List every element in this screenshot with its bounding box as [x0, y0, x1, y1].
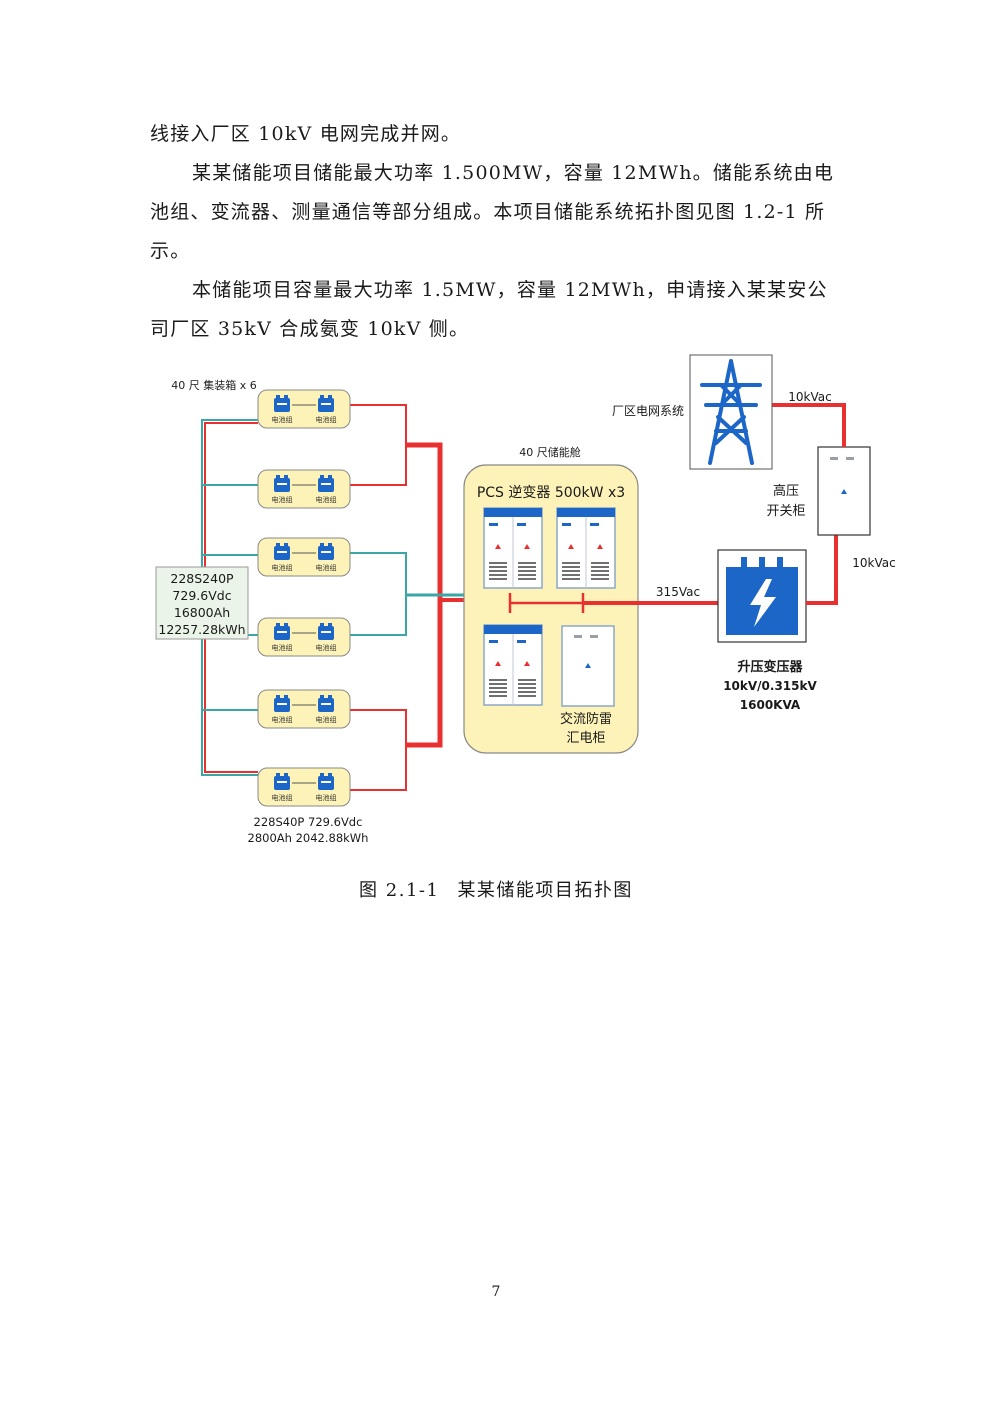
summary-line-3: 16800Ah [174, 605, 230, 620]
ac-cabinet-label-2: 汇电柜 [566, 731, 605, 746]
step-up-transformer [717, 549, 807, 643]
battery-container-6: 电池组 电池组 [257, 767, 351, 807]
battery-container-2: 电池组 电池组 [257, 469, 351, 509]
battery-label: 电池组 [272, 715, 293, 724]
lightning-icon [750, 579, 776, 627]
caption-title: 某某储能项目拓扑图 [457, 880, 633, 901]
battery-label: 电池组 [272, 643, 293, 652]
battery-label: 电池组 [316, 715, 337, 724]
transformer-label-1: 升压变压器 [737, 659, 803, 675]
ac-combiner-cabinet [561, 625, 615, 707]
battery-label: 电池组 [316, 563, 337, 572]
topology-diagram: 40 尺 集装箱 x 6 电池组 电池组 电池组 电池组 [155, 354, 896, 845]
ac-cabinet-label-1: 交流防雷 [560, 711, 612, 727]
summary-line-2: 729.6Vdc [172, 588, 231, 603]
dc-bus-wires [201, 419, 258, 776]
battery-label: 电池组 [316, 643, 337, 652]
container-spec-line-2: 2800Ah 2042.88kWh [248, 831, 369, 845]
pcs-inverter-2 [556, 507, 616, 589]
pcs-container-label: 40 尺储能舱 [519, 445, 581, 459]
grid-line [772, 403, 846, 447]
switchgear-label-2: 开关柜 [766, 504, 805, 519]
figure-caption: 图 2.1-1 某某储能项目拓扑图 [0, 876, 992, 902]
battery-label: 电池组 [316, 793, 337, 802]
battery-label: 电池组 [272, 415, 293, 424]
hv-switchgear [817, 446, 871, 536]
pcs-container: PCS 逆变器 500kW x3 交流防雷 汇电柜 [463, 464, 639, 754]
page-number: 7 [491, 1284, 501, 1300]
battery-label: 电池组 [272, 563, 293, 572]
battery-label: 电池组 [272, 793, 293, 802]
container-group-label: 40 尺 集装箱 x 6 [171, 378, 257, 392]
paragraph-3: 本储能项目容量最大功率 1.5MW，容量 12MWh，申请接入某某安公司厂区 3… [150, 279, 828, 340]
battery-container-5: 电池组 电池组 [257, 689, 351, 729]
transformer-label-3: 1600KVA [740, 698, 801, 712]
battery-container-3: 电池组 电池组 [257, 537, 351, 577]
grid-voltage-label: 10kVac [788, 390, 831, 404]
battery-summary-box: 228S240P 729.6Vdc 16800Ah 12257.28kWh [155, 566, 249, 640]
pcs-inverter-3 [483, 624, 543, 706]
mv-voltage-label: 10kVac [852, 556, 895, 570]
paragraph-2: 某某储能项目储能最大功率 1.500MW，容量 12MWh。储能系统由电池组、变… [150, 162, 835, 262]
pcs-inverter-1 [483, 507, 543, 589]
transformer-label-2: 10kV/0.315kV [723, 679, 817, 693]
summary-line-4: 12257.28kWh [158, 622, 245, 637]
paragraph-1: 线接入厂区 10kV 电网完成并网。 [150, 123, 462, 145]
pcs-feed-wires [350, 404, 464, 791]
pcs-label: PCS 逆变器 500kW x3 [477, 485, 625, 501]
container-spec-line-1: 228S40P 729.6Vdc [254, 815, 363, 829]
battery-label: 电池组 [272, 495, 293, 504]
summary-line-1: 228S240P [170, 571, 234, 586]
battery-label: 电池组 [316, 415, 337, 424]
switchgear-label-1: 高压 [773, 483, 799, 499]
battery-container-1: 电池组 电池组 [257, 389, 351, 429]
grid-system-label: 厂区电网系统 [612, 404, 684, 418]
transmission-tower-icon [689, 354, 773, 470]
caption-number: 图 2.1-1 [359, 880, 440, 901]
mv-line [806, 523, 838, 605]
battery-label: 电池组 [316, 495, 337, 504]
lv-voltage-label: 315Vac [656, 585, 700, 599]
battery-container-4: 电池组 电池组 [257, 617, 351, 657]
